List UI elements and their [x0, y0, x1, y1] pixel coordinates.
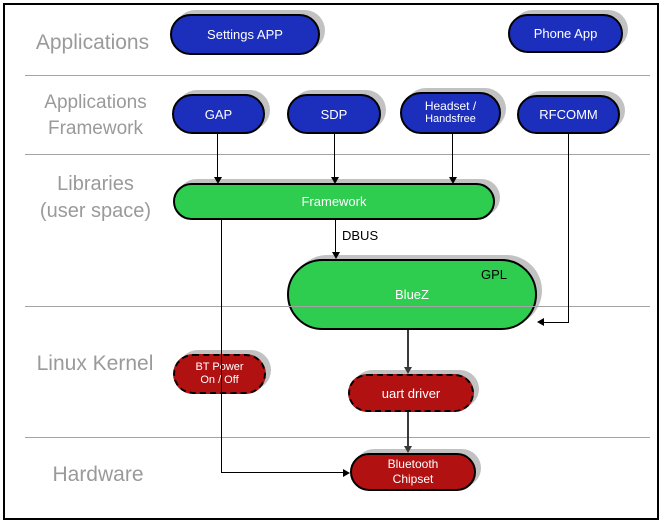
divider-framework-libraries [25, 154, 650, 155]
edge-framework-chipset-horizontal [221, 472, 343, 473]
layer-label-line: Framework [47, 118, 143, 139]
dbus-label: DBUS [342, 228, 379, 243]
arrowhead-sdp-framework [331, 177, 339, 184]
edge-rfcomm-bluez-vertical [568, 134, 569, 323]
edge-framework-chipset-vertical [221, 220, 222, 473]
node-phone-app: Phone App [508, 14, 623, 53]
layer-label-hardware: Hardware [52, 463, 144, 486]
divider-kernel-hardware [25, 437, 650, 438]
layer-label-applications: Applications [35, 31, 150, 54]
node-bluetooth-chipset: Bluetooth Chipset [350, 453, 476, 491]
edge-bluez-uart [407, 330, 409, 368]
node-label-line: Handsfree [425, 113, 476, 125]
arrowhead-uart-chipset [404, 446, 412, 453]
node-rfcomm: RFCOMM [517, 95, 620, 134]
arrowhead-framework-bluez [332, 252, 340, 259]
arrowhead-rfcomm-bluez [537, 318, 544, 326]
node-settings-app: Settings APP [170, 14, 320, 55]
edge-gap-framework [217, 134, 218, 178]
outer-border [3, 3, 659, 520]
node-bt-power: BT Power On / Off [173, 354, 266, 394]
gpl-badge: GPL [481, 267, 508, 282]
node-label-line: Chipset [392, 472, 434, 486]
node-label-line: On / Off [200, 374, 239, 386]
node-framework: Framework [173, 183, 495, 220]
edge-framework-bluez [335, 220, 336, 253]
node-uart-driver: uart driver [348, 374, 474, 412]
arrowhead-framework-chipset [343, 469, 350, 477]
arrowhead-headset-framework [449, 177, 457, 184]
divider-applications-framework [25, 75, 650, 76]
layer-label-line: (user space) [39, 200, 152, 222]
layer-label-linux-kernel: Linux Kernel [36, 352, 154, 375]
arrowhead-gap-framework [214, 177, 222, 184]
edge-rfcomm-bluez-horizontal [544, 322, 569, 323]
node-gap: GAP [172, 94, 265, 134]
layer-label-libraries: Libraries (user space) [18, 171, 173, 225]
node-label-line: Headset / [424, 99, 477, 113]
node-headset-handsfree: Headset / Handsfree [400, 92, 501, 134]
layer-label-line: Applications [44, 92, 147, 113]
node-label-line: BT Power [195, 361, 244, 373]
node-label-line: Bluetooth [387, 457, 439, 471]
node-sdp: SDP [287, 94, 381, 134]
edge-sdp-framework [334, 134, 335, 178]
edge-headset-framework [452, 134, 453, 178]
arrowhead-bluez-uart [404, 367, 412, 374]
divider-libraries-kernel [25, 306, 650, 307]
layer-label-applications-framework: Applications Framework [18, 90, 173, 142]
edge-uart-chipset [407, 412, 409, 447]
layer-label-line: Libraries [57, 173, 134, 195]
node-bluez: BlueZ [287, 259, 537, 330]
